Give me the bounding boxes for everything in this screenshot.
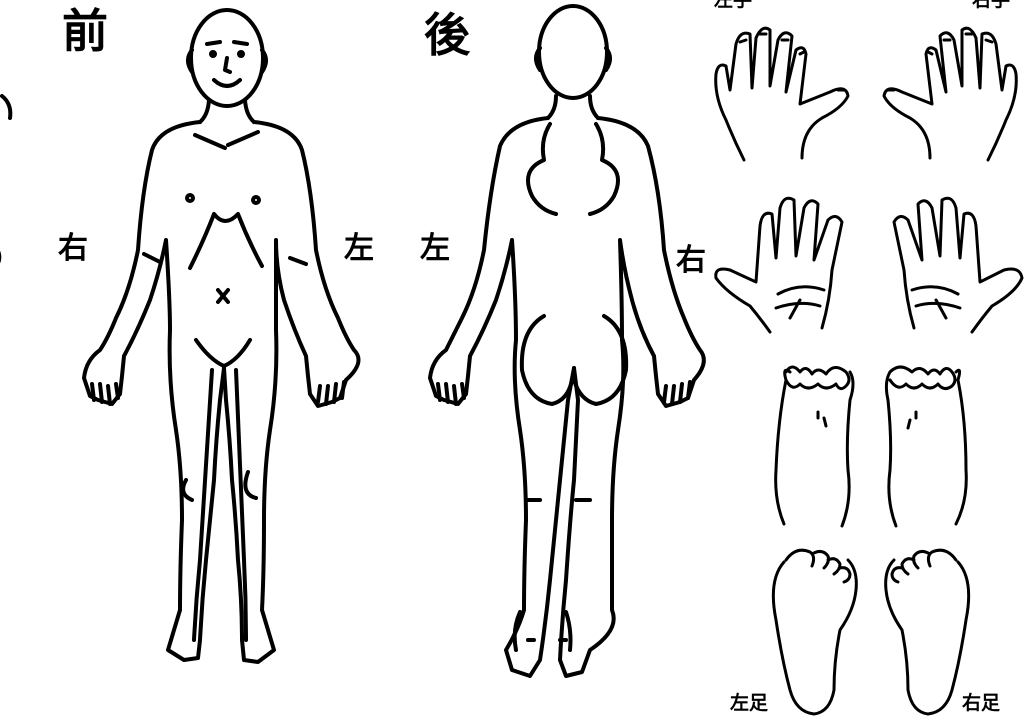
back-buttock-right [574,316,626,404]
front-collar-right [195,135,225,148]
front-arm-line-right [144,254,160,262]
back-figure [430,6,704,676]
back-left-side-label: 左 [420,234,450,264]
front-arm-line-left [290,258,306,264]
feet-dorsal [776,367,967,526]
front-ribcage [190,214,262,268]
right-foot-toes [890,367,955,389]
back-neck-right [590,96,598,118]
left-palm-creases [776,287,824,318]
left-foot-label: 左足 [730,694,768,713]
front-eye-left [239,52,243,56]
front-eyebrow-right [207,42,220,44]
feet-plantar [773,550,968,714]
left-foot-marks [818,412,826,426]
front-neck-left [245,100,254,122]
front-knee-left [245,472,256,498]
front-mouth [214,80,240,86]
front-nipple-right [187,195,193,201]
right-foot-dorsal [886,370,966,526]
hands-dorsal [716,28,1017,160]
front-nose [225,58,230,72]
back-scapula-right [590,124,618,214]
paren-mark: ） [0,246,18,270]
front-neck-right [200,100,209,122]
front-groin [196,340,250,366]
back-neck-left [548,96,556,118]
front-nipple-left [253,197,259,203]
left-hand-dorsal [716,28,848,160]
left-sole-toes [786,550,850,582]
right-hand-palm [894,198,1022,332]
front-collar-left [228,132,258,145]
front-eye-right [211,52,215,56]
front-knee-right [183,480,192,500]
back-head [539,6,607,98]
right-foot-marks [908,412,916,428]
front-right-side-label: 右 [58,234,88,264]
left-foot-dorsal [776,370,853,526]
right-sole-toes [892,550,956,582]
right-palm-creases [912,287,960,318]
back-outline-left [430,118,574,676]
front-navel [218,290,228,302]
left-foot-toes [786,367,849,389]
right-foot-label: 右足 [962,694,1000,713]
front-eyebrow-left [234,42,247,44]
back-view-label: 後 [424,12,470,58]
back-buttock-left [522,316,572,404]
right-hand-label: 右手 [972,0,1010,10]
hands-palmar [716,198,1022,332]
edge-mark [2,96,10,118]
front-figure [84,10,359,662]
front-left-side-label: 左 [344,234,374,264]
left-hand-palm [716,198,842,332]
left-hand-label: 左手 [714,0,752,10]
back-scapula-left [528,124,556,214]
front-view-label: 前 [62,8,108,54]
right-hand-dorsal [884,28,1016,160]
front-outline-right [84,122,224,660]
back-right-side-label: 右 [676,246,706,276]
